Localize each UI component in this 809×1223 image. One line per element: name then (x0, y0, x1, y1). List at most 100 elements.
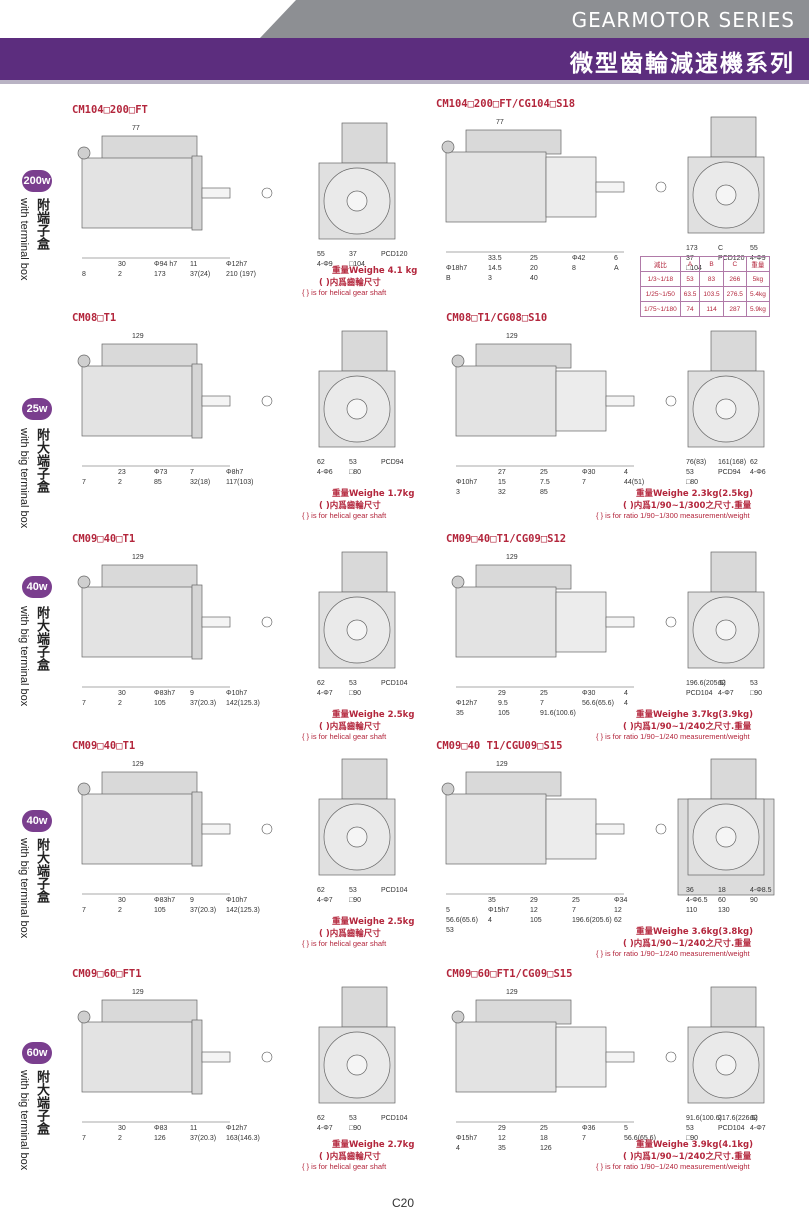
table-cell: 63.5 (679, 286, 701, 302)
dimension-label: 130 (718, 907, 730, 914)
front-shaft (715, 1054, 737, 1076)
dimension-label: 20 (530, 265, 538, 272)
dimension-label: Φ83 (154, 1125, 167, 1132)
gear-head (555, 591, 607, 653)
dimension-label: 129 (506, 554, 518, 561)
size-note-cn: ( )内爲1/90~1/300之尺寸.重量 (623, 501, 752, 511)
dimension-label: 33.5 (488, 255, 502, 262)
dimension-label: 12 (530, 907, 538, 914)
dimension-label: 18 (540, 1135, 548, 1142)
dimension-label: 126 (154, 1135, 166, 1142)
dimension-label: 9.5 (498, 700, 508, 707)
dimension-label: 4 (488, 917, 492, 924)
table-cell: 5.4kg (745, 286, 770, 302)
dimension-label: 55 (317, 251, 325, 258)
dimension-label: 5 (624, 1125, 628, 1132)
dimension-label: 14.5 (488, 265, 502, 272)
table-cell: 53 (679, 271, 701, 287)
dimension-label: PCD120 (381, 251, 408, 258)
size-note-en: { } is for helical gear shaft (302, 1162, 387, 1171)
motor-body (445, 151, 547, 223)
dimension-label: 11 (190, 261, 197, 268)
cable-gland (441, 782, 455, 796)
terminal-box (101, 999, 198, 1025)
side-label-cn: 附大端子盒 (34, 428, 49, 493)
dimension-label: Φ36 (582, 1125, 595, 1132)
cable-gland (441, 140, 455, 154)
terminal-box (475, 564, 572, 590)
output-shaft (605, 395, 635, 407)
cable-gland (77, 146, 91, 160)
dimension-label: 163(146.3) (226, 1135, 260, 1142)
dimension-label: 217.6(226.6) (718, 1115, 758, 1122)
front-terminal-box (710, 330, 757, 372)
dimension-label: 18 (718, 887, 726, 894)
series-title-en: GEARMOTOR SERIES (571, 8, 795, 32)
terminal-box (475, 343, 572, 369)
size-note-cn: ( )内爲齒輪尺寸 (319, 501, 381, 511)
cable-gland (77, 1010, 91, 1024)
shaft-key-detail (261, 616, 273, 628)
gear-head (545, 156, 597, 218)
mounting-flange (191, 363, 203, 439)
model-title: CM09□40□T1 (72, 533, 136, 545)
size-note-cn: ( )内爲齒輪尺寸 (319, 929, 381, 939)
model-title: CM09□60□FT1/CG09□S15 (446, 968, 573, 980)
dimension-label: 129 (506, 989, 518, 996)
terminal-box (465, 771, 562, 797)
dimension-label: Φ34 (614, 897, 627, 904)
front-shaft (346, 619, 368, 641)
dimension-label: 25 (540, 690, 548, 697)
dimension-label: □90 (349, 1125, 361, 1132)
dimension-label: 6 (614, 255, 618, 262)
dimension-label: 4 (624, 690, 628, 697)
cable-gland (77, 354, 91, 368)
power-badge: 40w (22, 810, 52, 832)
dimension-label: 29 (498, 690, 506, 697)
table-row: 1/25~1/50 63.5 103.5 276.5 5.4kg (640, 286, 770, 302)
dimension-label: 30 (118, 897, 126, 904)
dimension-label: 90 (750, 897, 758, 904)
dimension-label: 56.6(65.6) (446, 917, 478, 924)
terminal-box (101, 135, 198, 161)
dimension-label: 3 (488, 275, 492, 282)
dimension-label: 62 (317, 459, 325, 466)
weight-caption: 重量Weighe 3.6kg(3.8kg) (636, 927, 753, 937)
size-note-en: { } is for ratio 1/90~1/240 measurement/… (596, 1162, 750, 1171)
motor-body (81, 793, 193, 865)
dimension-label: 4-Φ7 (317, 897, 333, 904)
dimension-label: 30 (118, 261, 126, 268)
output-shaft (201, 616, 231, 628)
dimension-label: 12 (614, 907, 622, 914)
page-header: GEARMOTOR SERIES 微型齒輪減速機系列 (0, 0, 809, 84)
dimension-label: 110 (686, 907, 697, 914)
motor-body (455, 1021, 557, 1093)
cable-gland (451, 354, 465, 368)
cable-gland (451, 1010, 465, 1024)
side-label-cn: 附大端子盒 (34, 606, 49, 671)
front-terminal-box (341, 986, 388, 1028)
dimension-label: 35 (498, 1145, 506, 1152)
dimension-label: 53 (349, 680, 357, 687)
dimension-label: 36 (686, 887, 694, 894)
output-shaft (605, 1051, 635, 1063)
model-title: CM09□40 T1/CGU09□S15 (436, 740, 563, 752)
dimension-label: 4-Φ7 (317, 1125, 333, 1132)
dimension-label: 37(20.3) (190, 907, 216, 914)
dimension-label: 62 (317, 887, 325, 894)
front-terminal-box (341, 551, 388, 593)
dimension-label: 196.6(205.6) (572, 917, 612, 924)
front-shaft (346, 190, 368, 212)
dimension-label: 29 (498, 1125, 506, 1132)
dimension-label: 3 (456, 489, 460, 496)
table-cell: 114 (699, 301, 724, 317)
dimension-label: Φ10h7 (226, 690, 247, 697)
dimension-label: Φ10h7 (456, 479, 477, 486)
table-header-cell: C (722, 256, 747, 272)
front-shaft (346, 826, 368, 848)
dimension-label: Φ12h7 (226, 1125, 247, 1132)
dimension-label: 62 (750, 459, 758, 466)
side-label-en: with terminal box (18, 198, 30, 281)
shaft-key-detail (655, 823, 667, 835)
